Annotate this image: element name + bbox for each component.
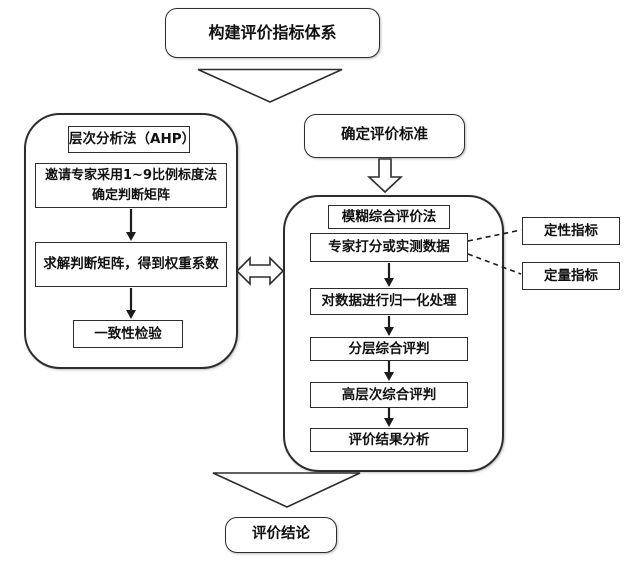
double-arrow-icon [235,256,285,286]
node-fuzzy-title-label: 模糊综合评价法 [341,208,437,225]
node-build-index-system: 构建评价指标体系 [165,8,380,58]
node-fuzzy-step-layered-label: 分层综合评判 [348,340,430,357]
node-build-index-system-label: 构建评价指标体系 [208,23,337,42]
fuzzy-arrow-1-icon [384,263,394,287]
node-evaluation-criteria: 确定评价标准 [304,114,465,158]
dashed-link-qualitative [467,229,522,242]
node-quantitative-indicator-label: 定量指标 [544,267,598,284]
node-fuzzy-step-result-analysis: 评价结果分析 [310,428,468,452]
dashed-link-quantitative [467,253,522,275]
node-ahp-step-judgment-matrix: 邀请专家采用1~9比例标度法确定判断矩阵 [35,163,227,208]
node-fuzzy-step-normalize-label: 对数据进行归一化处理 [321,293,457,310]
node-evaluation-criteria-label: 确定评价标准 [341,127,428,144]
flow-triangle-top-icon [197,68,343,103]
node-evaluation-conclusion: 评价结论 [225,517,337,553]
node-ahp-title-label: 层次分析法（AHP） [69,131,196,148]
fuzzy-arrow-2-icon [384,316,394,336]
node-ahp-step-consistency: 一致性检验 [73,320,183,348]
fuzzy-arrow-3-icon [384,361,394,381]
ahp-arrow-2-icon [126,288,136,319]
node-quantitative-indicator: 定量指标 [522,262,620,290]
block-down-arrow-icon [366,158,404,194]
node-fuzzy-step-highlevel-label: 高层次综合评判 [341,386,437,403]
node-qualitative-indicator: 定性指标 [522,217,620,245]
node-evaluation-conclusion-label: 评价结论 [252,526,310,543]
node-ahp-step-weights-label: 求解判断矩阵，得到权重系数 [43,256,219,273]
flow-triangle-bottom-icon [212,472,361,508]
node-fuzzy-title: 模糊综合评价法 [328,205,450,229]
node-fuzzy-step-expert-data: 专家打分或实测数据 [310,233,468,262]
node-ahp-step-weights: 求解判断矩阵，得到权重系数 [35,242,227,287]
node-ahp-title: 层次分析法（AHP） [68,126,196,153]
fuzzy-arrow-4-icon [384,408,394,427]
ahp-arrow-1-icon [126,209,136,241]
node-fuzzy-step-layered: 分层综合评判 [310,337,468,361]
node-fuzzy-step-normalize: 对数据进行归一化处理 [310,288,468,315]
node-fuzzy-step-highlevel: 高层次综合评判 [310,382,468,408]
node-ahp-step-consistency-label: 一致性检验 [94,325,162,342]
node-fuzzy-step-result-analysis-label: 评价结果分析 [348,431,430,448]
node-fuzzy-step-expert-data-label: 专家打分或实测数据 [328,239,450,256]
node-ahp-step-judgment-matrix-label: 邀请专家采用1~9比例标度法确定判断矩阵 [45,168,217,203]
node-qualitative-indicator-label: 定性指标 [544,222,598,239]
